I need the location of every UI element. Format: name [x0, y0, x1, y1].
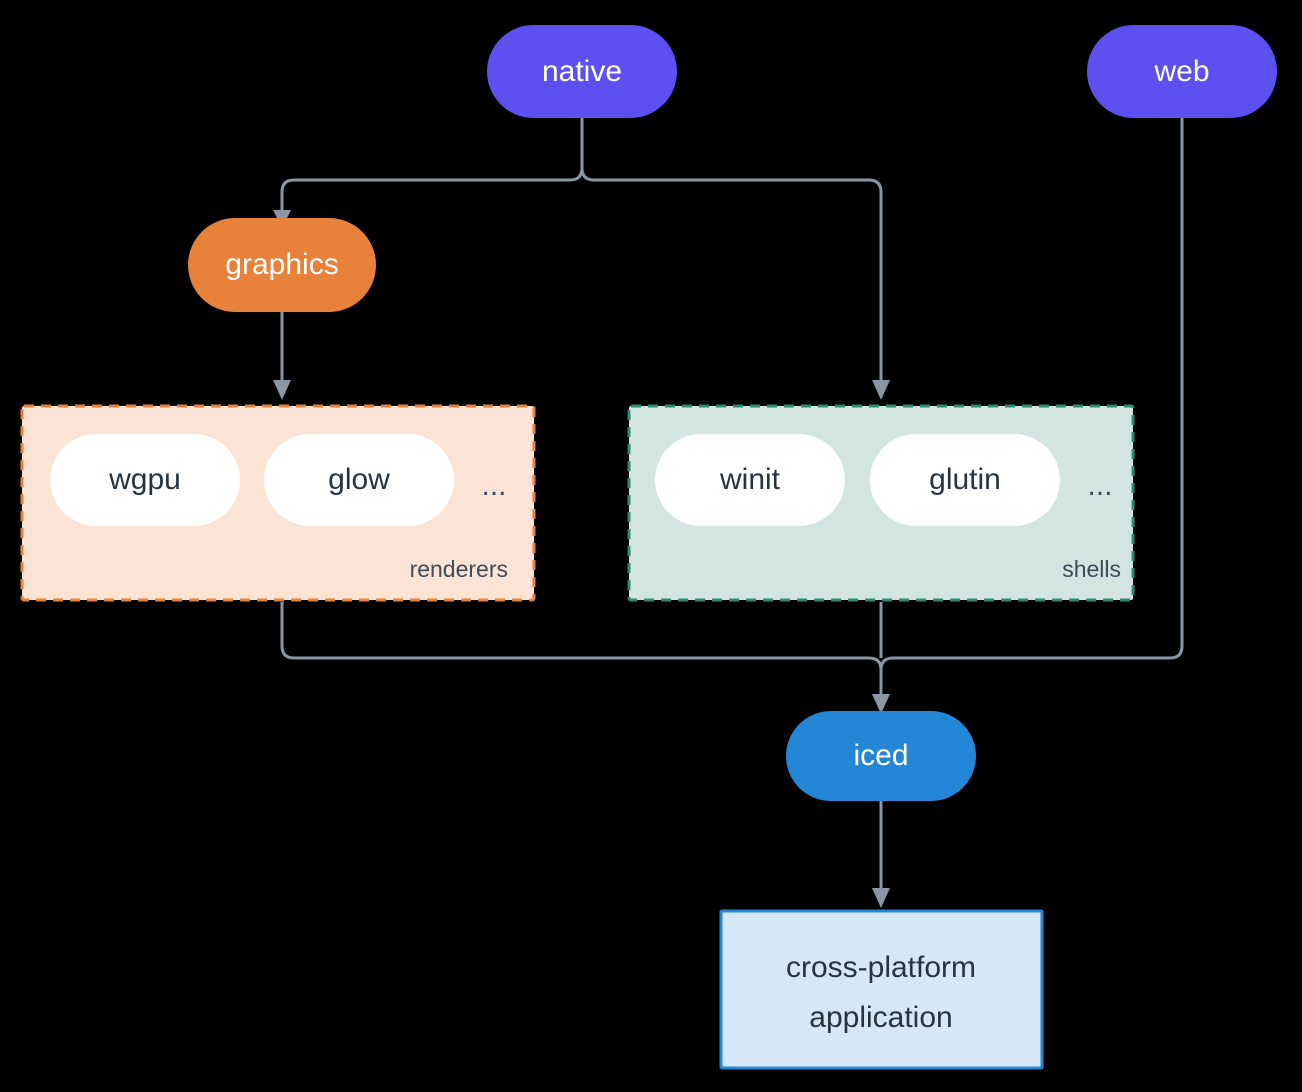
shells-group-caption: shells: [1062, 556, 1121, 582]
node-web[interactable]: web: [1087, 25, 1277, 118]
renderer-item-glow-label: glow: [328, 463, 390, 496]
node-iced-shape[interactable]: [786, 711, 976, 801]
node-graphics-label: graphics: [225, 248, 338, 281]
edge-merge-to-iced: [868, 656, 883, 698]
node-native-shape[interactable]: [487, 25, 677, 118]
arrowhead-graphics-renderers: [273, 380, 291, 400]
renderer-item-wgpu[interactable]: [50, 434, 240, 526]
shell-item-winit[interactable]: [655, 434, 845, 526]
node-application-label-line1: cross-platform: [786, 951, 976, 984]
edge-layer: [273, 118, 1184, 908]
edge-native-graphics: [280, 178, 570, 214]
node-graphics-shape[interactable]: [188, 218, 376, 312]
shells-overflow-ellipsis: ...: [1087, 469, 1112, 502]
group-shells: winit glutin ... shells: [627, 404, 1135, 602]
node-application[interactable]: cross-platform application: [719, 909, 1044, 1070]
node-application-shape[interactable]: [719, 909, 1044, 1070]
renderers-overflow-ellipsis: ...: [481, 469, 506, 502]
group-renderers: wgpu glow ... renderers: [20, 404, 536, 602]
edge-native-split: [580, 118, 595, 182]
node-web-shape[interactable]: [1087, 25, 1277, 118]
edge-web-iced: [893, 118, 1184, 660]
shell-item-glutin[interactable]: [870, 434, 1060, 526]
shell-item-glutin-label: glutin: [929, 463, 1001, 496]
renderer-item-glow[interactable]: [264, 434, 454, 526]
node-web-label: web: [1153, 55, 1209, 88]
node-application-label-line2: application: [809, 1001, 952, 1034]
node-iced[interactable]: iced: [786, 711, 976, 801]
arrowhead-merge-iced: [872, 694, 890, 714]
renderer-item-wgpu-label: wgpu: [108, 463, 181, 496]
arrowhead-iced-application: [872, 888, 890, 908]
shell-item-winit-label: winit: [719, 463, 781, 496]
node-native[interactable]: native: [487, 25, 677, 118]
renderers-group-caption: renderers: [410, 556, 508, 582]
node-native-label: native: [542, 55, 622, 88]
edge-native-shells: [594, 178, 883, 384]
node-graphics[interactable]: graphics: [188, 218, 376, 312]
edge-merge-to-iced-right: [879, 656, 894, 671]
arrowhead-native-shells: [872, 380, 890, 400]
edge-split-left-rail: [569, 167, 584, 182]
node-iced-label: iced: [853, 739, 908, 772]
edge-renderers-iced: [280, 602, 869, 660]
